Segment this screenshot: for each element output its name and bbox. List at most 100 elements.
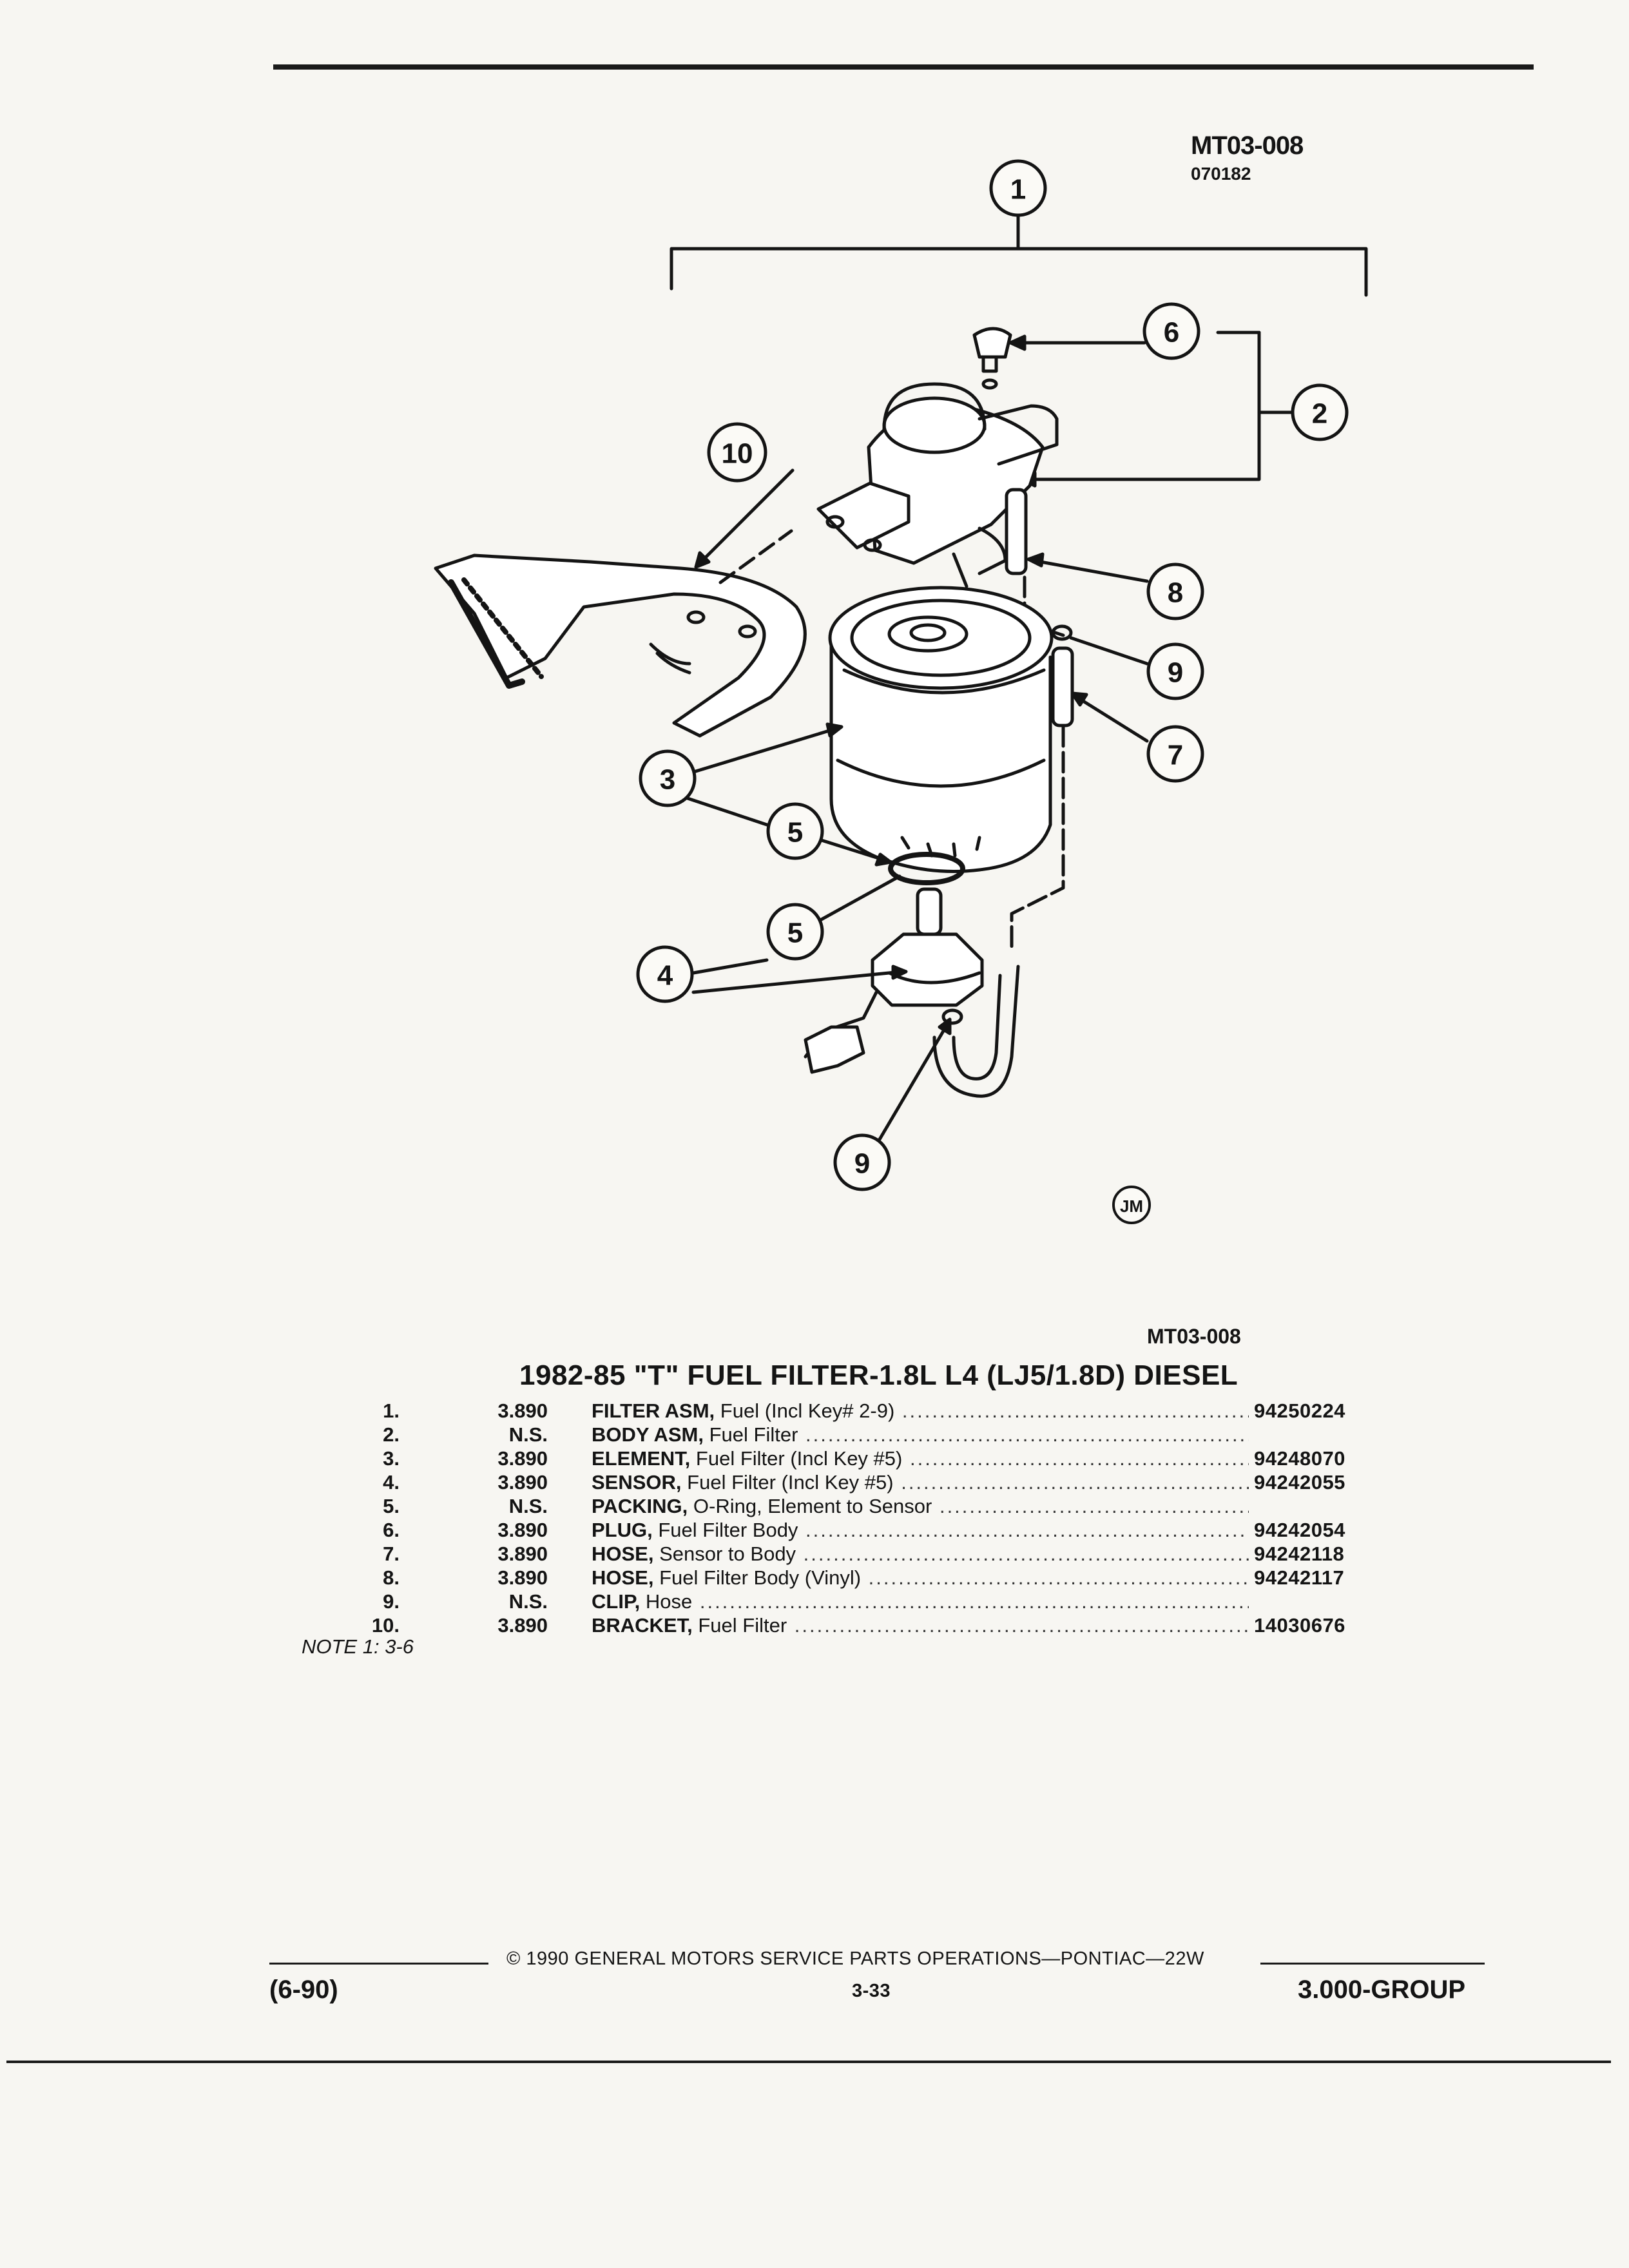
parts-row-description: SENSOR, Fuel Filter (Incl Key #5) ......… [592,1471,1249,1494]
parts-row-name: PLUG, [592,1519,653,1541]
callout-9-upper: 9 [1168,657,1183,689]
parts-row-detail: Hose [645,1590,693,1613]
parts-row-description: HOSE, Sensor to Body ...................… [592,1542,1249,1566]
parts-row-leader-dots: ........................................… [803,1542,1249,1565]
parts-row-leader-dots: ........................................… [939,1495,1249,1517]
group-label: 3.000-GROUP [1298,1975,1466,2004]
parts-row-detail: Fuel Filter (Incl Key #5) [695,1447,903,1470]
parts-row-description: HOSE, Fuel Filter Body (Vinyl) .........… [592,1566,1249,1590]
o-ring-part [888,852,965,885]
parts-row-detail: Fuel Filter (Incl Key #5) [687,1471,894,1494]
parts-row-detail: Fuel Filter Body (Vinyl) [659,1566,862,1589]
parts-row-index: 4. [383,1471,400,1494]
parts-row-index: 3. [383,1447,400,1470]
filter-body-part [816,382,1059,588]
parts-row-group: 3.890 [497,1471,548,1494]
parts-row-description: BRACKET, Fuel Filter ...................… [592,1614,1249,1637]
parts-row-index: 9. [383,1590,400,1613]
bottom-rule [6,2061,1611,2063]
parts-row-index: 1. [383,1399,400,1422]
parts-row-description: FILTER ASM, Fuel (Incl Key# 2-9) .......… [592,1399,1249,1423]
parts-row-part-number: 14030676 [1254,1614,1345,1637]
parts-row-index: 7. [383,1542,400,1565]
parts-row-leader-dots: ........................................… [901,1399,1249,1422]
parts-row-description: CLIP, Hose .............................… [592,1590,1249,1613]
parts-row-part-number: 94250224 [1254,1399,1345,1422]
footer-rule-right [1260,1963,1485,1965]
top-rule [273,64,1534,70]
parts-row-group: 3.890 [497,1399,548,1422]
callout-5-upper: 5 [787,817,803,849]
parts-row-description: BODY ASM, Fuel Filter ..................… [592,1423,1249,1446]
parts-row-detail: Fuel (Incl Key# 2-9) [720,1399,895,1422]
revision-date: (6-90) [269,1975,338,2004]
filter-element-part [828,586,1054,873]
sensor-part [804,887,1020,1098]
figure-date: 070182 [1191,164,1251,184]
parts-row-leader-dots: ........................................… [699,1590,1249,1613]
page-number: 3-33 [852,1981,891,2001]
parts-row-detail: Fuel Filter [698,1614,787,1637]
parts-row-description: PACKING, O-Ring, Element to Sensor .....… [592,1495,1249,1518]
callout-5-lower: 5 [787,918,803,949]
parts-row-index: 6. [383,1519,400,1541]
parts-row-leader-dots: ........................................… [909,1447,1249,1470]
parts-row-name: CLIP, [592,1590,641,1613]
parts-row-name: SENSOR, [592,1471,682,1494]
parts-row-description: PLUG, Fuel Filter Body .................… [592,1519,1249,1542]
parts-row-part-number: 94242118 [1254,1542,1345,1565]
parts-row-name: BRACKET, [592,1614,693,1637]
assembly-bracket-line [670,247,1368,297]
parts-row-group: N.S. [508,1495,548,1517]
parts-row-index: 8. [383,1566,400,1589]
parts-row-leader-dots: ........................................… [805,1423,1249,1446]
parts-row-group: 3.890 [497,1447,548,1470]
callout-3: 3 [660,764,675,796]
parts-row-index: 5. [383,1495,400,1517]
parts-row-part-number: 94248070 [1254,1447,1345,1470]
parts-row-detail: O-Ring, Element to Sensor [693,1495,932,1517]
parts-row-name: HOSE, [592,1542,654,1565]
parts-row-name: BODY ASM, [592,1423,704,1446]
parts-row-leader-dots: ........................................… [805,1519,1249,1541]
parts-row-leader-dots: ........................................… [868,1566,1249,1589]
callout-10: 10 [722,438,753,470]
callout-9-lower: 9 [854,1148,870,1180]
parts-row-leader-dots: ........................................… [901,1471,1249,1494]
callout-6: 6 [1164,317,1179,349]
parts-row-group: 3.890 [497,1566,548,1589]
parts-list: 1. 3.890 FILTER ASM, Fuel (Incl Key# 2-9) … [0,1399,1629,1670]
bracket-part [434,529,807,738]
plug-part [972,327,1012,390]
parts-row-description: ELEMENT, Fuel Filter (Incl Key #5) .....… [592,1447,1249,1470]
callout-7: 7 [1168,740,1183,771]
page-title: 1982-85 "T" FUEL FILTER-1.8L L4 (LJ5/1.8… [519,1360,1239,1391]
copyright: © 1990 GENERAL MOTORS SERVICE PARTS OPER… [506,1948,1204,1969]
callout-1: 1 [1010,174,1026,206]
parts-row-leader-dots: ........................................… [794,1614,1249,1637]
parts-row-name: FILTER ASM, [592,1399,715,1422]
callout-2: 2 [1312,398,1327,430]
parts-row-group: 3.890 [497,1614,548,1637]
note: NOTE 1: 3-6 [302,1635,414,1658]
parts-row-part-number: 94242055 [1254,1471,1345,1494]
parts-row-index: 10. [371,1614,400,1637]
callout-8: 8 [1168,577,1183,609]
parts-row-part-number: 94242117 [1254,1566,1345,1589]
figure-code: MT03-008 [1191,131,1304,160]
jm-logo-mark: JM [1120,1196,1143,1216]
parts-row-detail: Fuel Filter [709,1423,798,1446]
parts-row-group: N.S. [508,1423,548,1446]
parts-row-name: HOSE, [592,1566,654,1589]
parts-row-name: ELEMENT, [592,1447,691,1470]
parts-row-part-number: 94242054 [1254,1519,1345,1541]
footer-rule-left [269,1963,488,1965]
parts-row-detail: Sensor to Body [659,1542,796,1565]
parts-row-group: N.S. [508,1590,548,1613]
callout-4: 4 [657,960,673,992]
parts-row-group: 3.890 [497,1542,548,1565]
parts-row-index: 2. [383,1423,400,1446]
parts-row-name: PACKING, [592,1495,688,1517]
parts-row-detail: Fuel Filter Body [658,1519,798,1541]
exploded-parts-diagram: 1 2 3 4 5 5 6 7 8 9 9 10 JM [434,159,1368,1224]
